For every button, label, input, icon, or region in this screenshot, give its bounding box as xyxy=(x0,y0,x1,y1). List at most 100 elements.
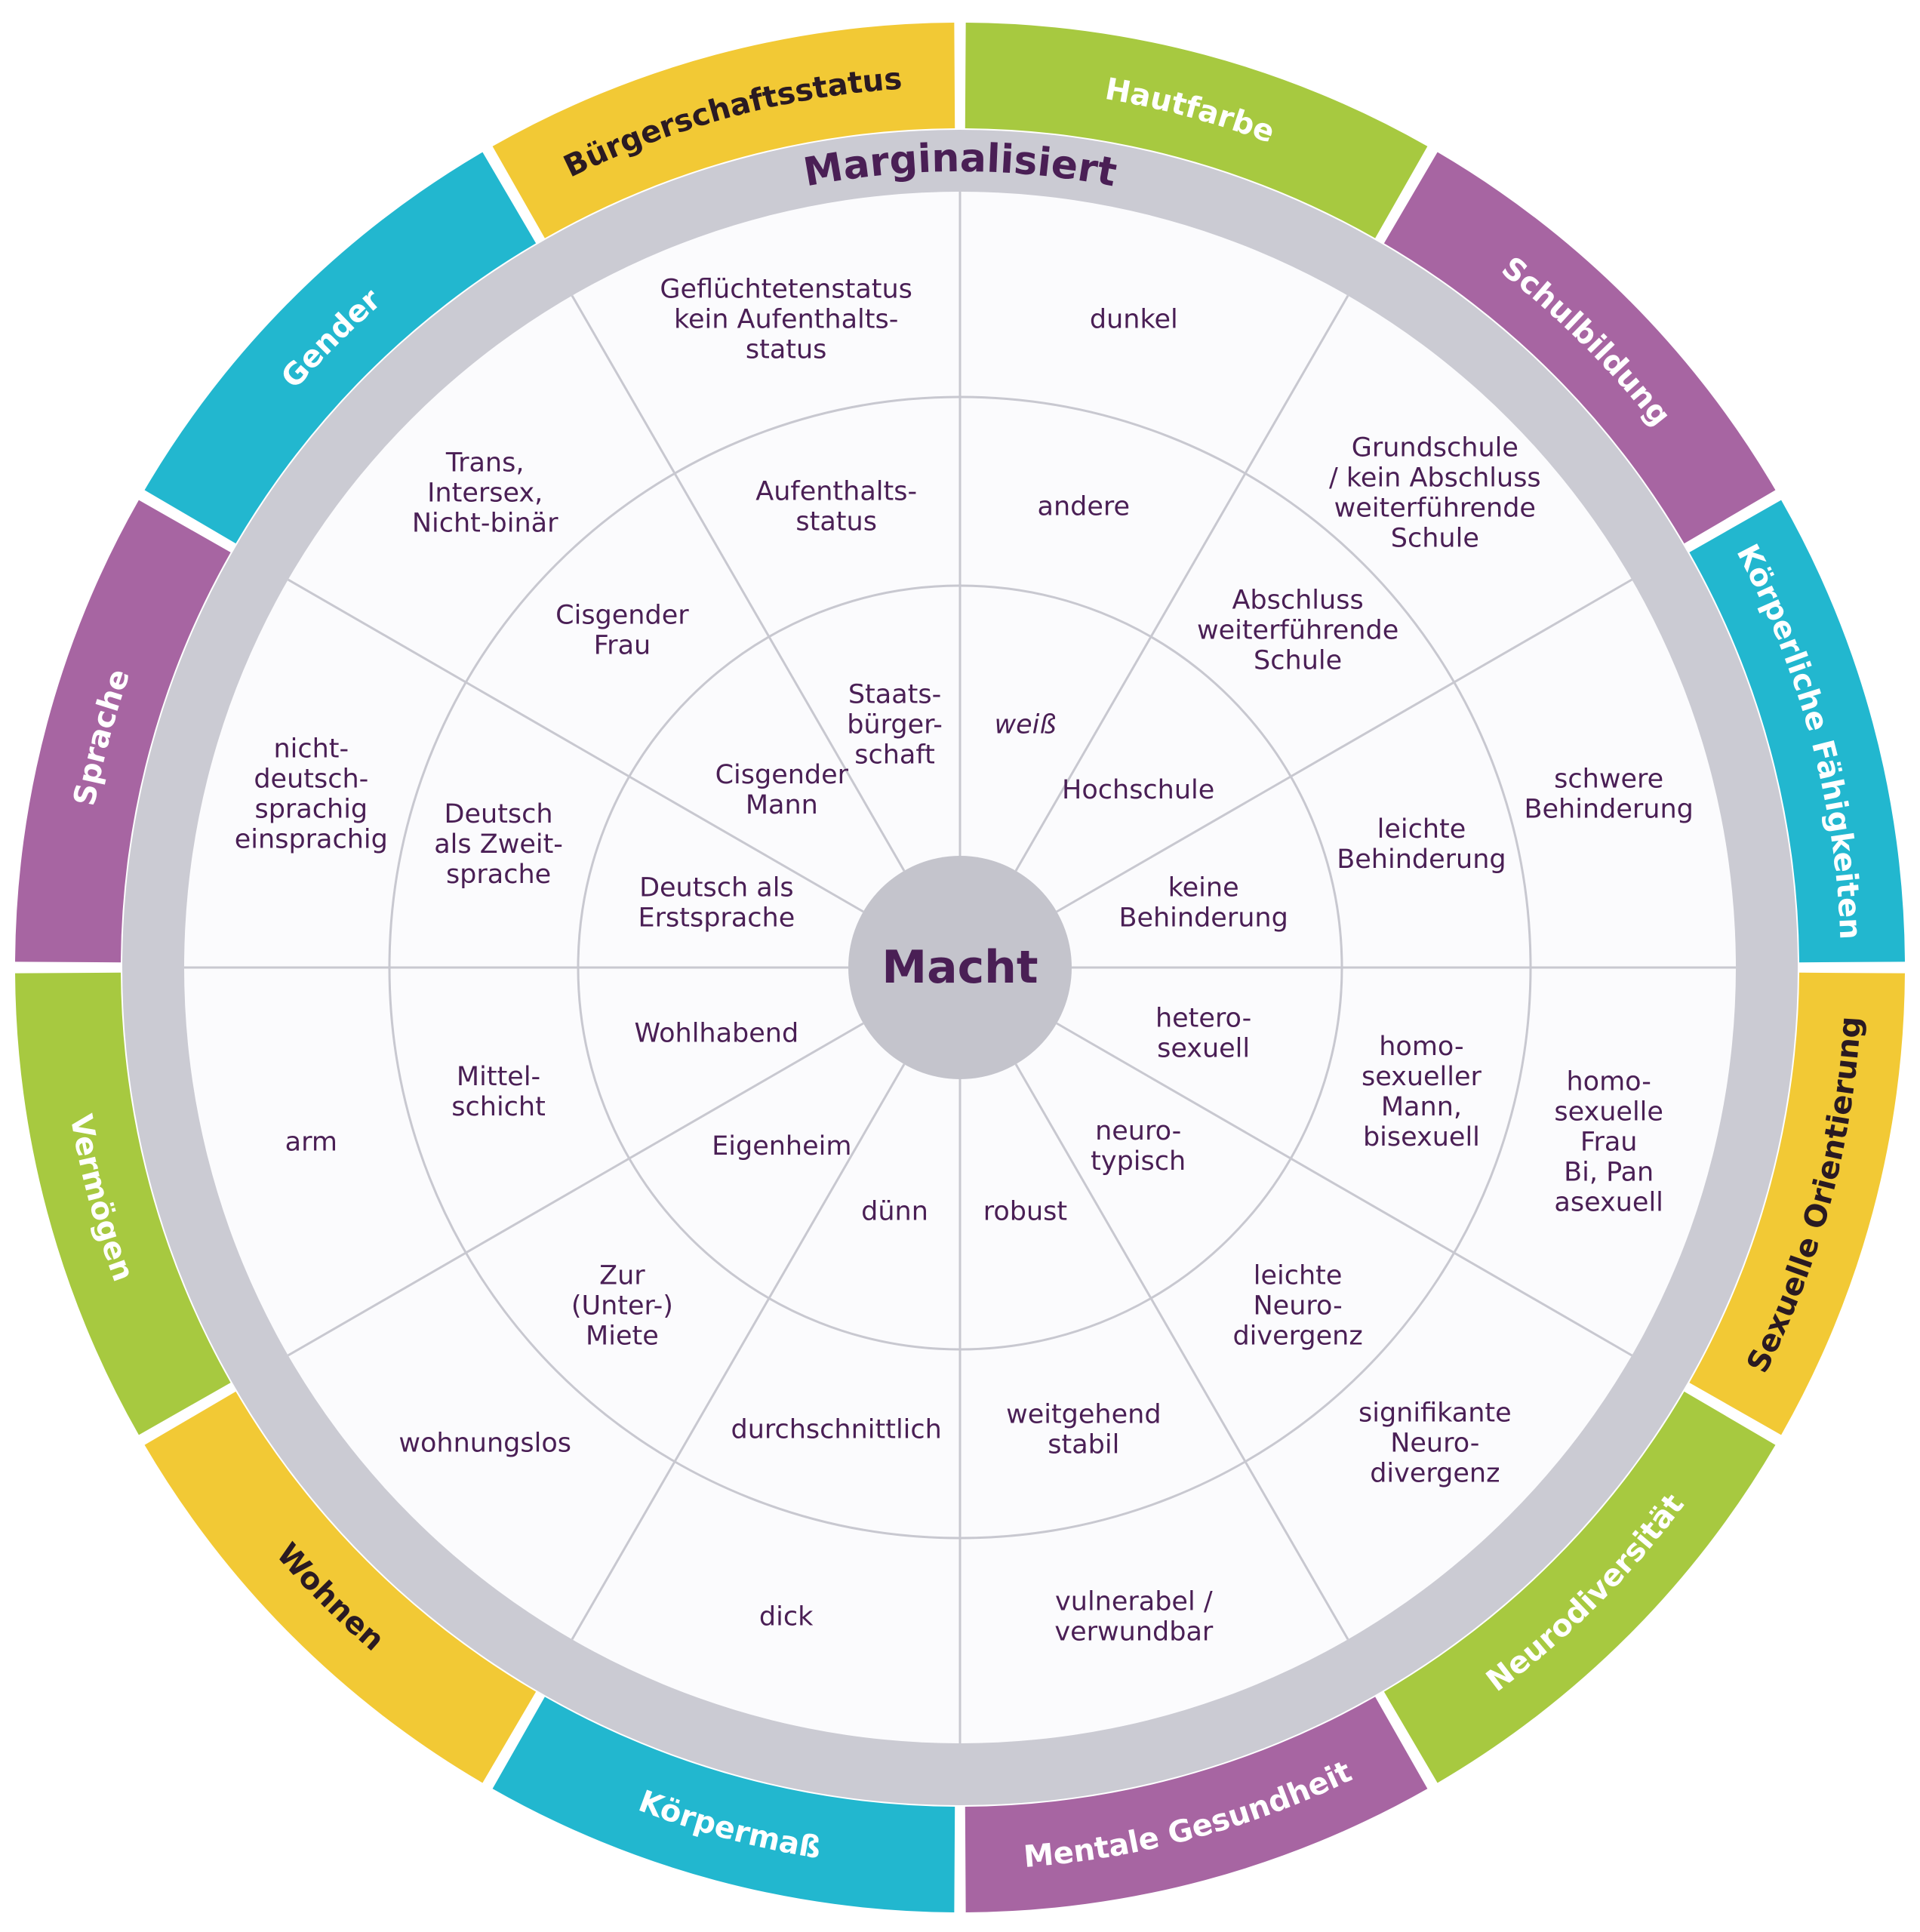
cell-label-line: hetero- xyxy=(1155,1003,1251,1033)
cell-label-line: Cisgender xyxy=(715,760,849,790)
category-segment-koerpermass xyxy=(492,1697,955,1912)
cell-label-line: sexuell xyxy=(1157,1033,1250,1063)
cell-label-line: Erstsprache xyxy=(638,903,795,934)
cell-label-line: dünn xyxy=(861,1197,928,1227)
cell-label-line: nicht- xyxy=(273,734,349,764)
cell-label-wohnen-ring-3: wohnungslos xyxy=(398,1428,571,1458)
center-circle xyxy=(848,856,1072,1079)
cell-label-line: Staats- xyxy=(848,679,941,709)
divider-lines xyxy=(184,192,1736,1743)
cell-label-line: dick xyxy=(759,1602,814,1632)
cell-label-vermoegen-ring-2: Mittel-schicht xyxy=(451,1062,546,1122)
cell-label-schulbildung-ring-1: Hochschule xyxy=(1062,775,1214,805)
cell-label-line: homo- xyxy=(1566,1066,1651,1097)
cell-label-line: Hochschule xyxy=(1062,775,1214,805)
cell-label-line: dunkel xyxy=(1090,304,1178,334)
cell-label-buergerschaftsstatus-ring-2: Aufenthalts-status xyxy=(755,477,917,537)
cell-label-line: Behinderung xyxy=(1337,844,1506,875)
cell-label-line: Neuro- xyxy=(1390,1428,1479,1458)
radial-divider xyxy=(571,294,906,872)
cell-label-mentale-gesundheit-ring-1: robust xyxy=(983,1197,1067,1227)
radial-divider xyxy=(571,1063,906,1641)
cell-label-line: Geflüchtetenstatus xyxy=(660,274,912,304)
cell-label-line: schicht xyxy=(451,1092,546,1122)
cell-label-koerpermass-ring-2: durchschnittlich xyxy=(731,1414,941,1444)
cell-label-line: deutsch- xyxy=(254,764,368,795)
cell-label-line: sprachig xyxy=(254,795,368,825)
cell-label-buergerschaftsstatus-ring-1: Staats-bürger-schaft xyxy=(847,679,943,770)
category-segment-gender xyxy=(144,152,537,544)
cell-label-line: einsprachig xyxy=(235,825,388,855)
radial-divider xyxy=(1014,294,1349,872)
cell-label-line: weitgehend xyxy=(1006,1399,1161,1429)
cell-label-line: status xyxy=(746,334,827,365)
cell-label-mentale-gesundheit-ring-3: vulnerabel /verwundbar xyxy=(1054,1587,1214,1647)
category-segment-vermoegen xyxy=(15,972,231,1435)
category-segment-mentale-gesundheit xyxy=(965,1697,1428,1912)
cell-label-line: homo- xyxy=(1379,1032,1463,1062)
cell-label-line: bisexuell xyxy=(1363,1122,1480,1152)
cell-label-hautfarbe-ring-2: andere xyxy=(1038,492,1131,522)
cell-label-line: wohnungslos xyxy=(398,1428,571,1458)
cell-label-line: weiß xyxy=(994,709,1056,740)
cell-label-line: Abschluss xyxy=(1232,585,1363,615)
category-segment-sprache xyxy=(15,500,231,963)
category-segment-wohnen xyxy=(144,1391,537,1783)
radial-divider xyxy=(1014,1063,1349,1641)
cell-label-line: kein Aufenthalts- xyxy=(674,304,898,334)
cell-label-line: Bi, Pan xyxy=(1564,1157,1654,1187)
cell-label-line: robust xyxy=(983,1197,1067,1227)
cell-label-vermoegen-ring-3: arm xyxy=(285,1127,337,1157)
cell-label-line: Wohlhabend xyxy=(635,1018,799,1048)
cell-label-line: Behinderung xyxy=(1524,795,1693,825)
cell-label-line: Frau xyxy=(594,630,651,660)
cell-label-line: Mittel- xyxy=(457,1062,540,1092)
category-segment-neurodiversitaet xyxy=(1383,1391,1776,1783)
cell-label-line: Trans, xyxy=(445,448,525,478)
cell-label-line: Deutsch als xyxy=(639,873,794,903)
cell-label-line: typisch xyxy=(1091,1146,1186,1177)
cell-label-sexuelle-orientierung-ring-1: hetero-sexuell xyxy=(1155,1003,1251,1063)
cell-label-line: Frau xyxy=(1580,1127,1638,1157)
cell-label-line: sexuelle xyxy=(1554,1097,1663,1127)
cell-label-line: Mann xyxy=(746,790,818,820)
cell-label-line: Aufenthalts- xyxy=(755,477,917,507)
cell-label-line: Cisgender xyxy=(555,600,689,630)
cell-label-line: (Unter-) xyxy=(571,1291,673,1321)
cell-label-line: Grundschule xyxy=(1352,433,1518,463)
cell-label-line: Intersex, xyxy=(427,478,543,509)
radial-divider xyxy=(287,578,864,913)
cell-label-line: Behinderung xyxy=(1118,903,1288,934)
cell-label-wohnen-ring-1: Eigenheim xyxy=(712,1131,851,1161)
cell-label-line: vulnerabel / xyxy=(1055,1587,1213,1617)
cell-label-line: stabil xyxy=(1048,1429,1119,1460)
radial-divider xyxy=(287,1022,864,1357)
cell-label-neurodiversitaet-ring-1: neuro-typisch xyxy=(1091,1116,1186,1177)
cell-label-hautfarbe-ring-1: weiß xyxy=(994,709,1056,740)
cell-label-line: sexueller xyxy=(1362,1062,1482,1092)
cell-label-line: keine xyxy=(1168,873,1239,903)
cell-label-line: Mann, xyxy=(1381,1092,1462,1122)
cell-label-line: Neuro- xyxy=(1253,1291,1342,1321)
cell-label-line: Deutsch xyxy=(445,799,553,829)
cell-label-line: bürger- xyxy=(847,709,943,740)
cell-label-vermoegen-ring-1: Wohlhabend xyxy=(635,1018,799,1048)
cell-label-line: neuro- xyxy=(1095,1116,1181,1146)
cell-label-line: als Zweit- xyxy=(434,829,563,860)
cell-label-line: asexuell xyxy=(1554,1187,1663,1217)
cell-label-line: Schule xyxy=(1254,645,1342,675)
cell-label-line: arm xyxy=(285,1127,337,1157)
cell-label-gender-ring-3: Trans,Intersex,Nicht-binär xyxy=(412,448,558,539)
cell-label-line: Nicht-binär xyxy=(412,509,558,539)
